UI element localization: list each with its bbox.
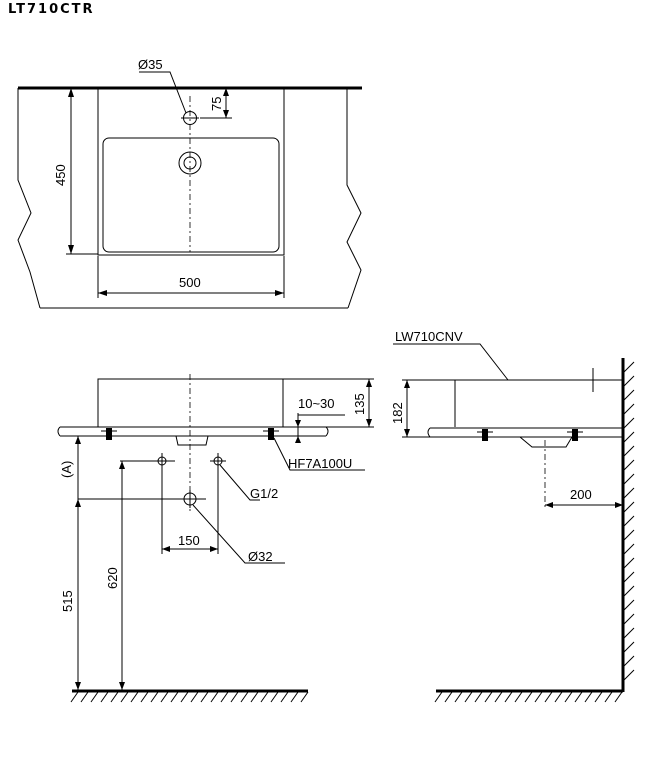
side-drain: [519, 436, 573, 448]
floor-hatch-right: [434, 691, 623, 703]
dim-200-label: 200: [570, 487, 592, 502]
wall-hatch: [623, 361, 635, 681]
dim-75-label: 75: [209, 97, 224, 111]
dim-515-label: 515: [60, 590, 75, 612]
basin-body: [97, 378, 284, 427]
side-basin-body: [454, 379, 623, 427]
left-bracket: [101, 428, 117, 440]
drain-outer: [178, 151, 202, 175]
cnv-model-label: LW710CNV: [395, 329, 463, 344]
dim-10-30-label: 10~30: [298, 396, 335, 411]
basin-outline: [97, 87, 285, 256]
drain-body: [175, 435, 209, 446]
cnv-leader: [393, 343, 509, 381]
marker-a-label: (A): [59, 461, 74, 478]
top-view: Ø35 75 450 500: [17, 57, 362, 309]
side-bracket-right: [567, 429, 583, 441]
floor-hatch-left: [70, 691, 309, 703]
side-view: LW710CNV 182 200: [390, 329, 635, 703]
dim-620-label: 620: [105, 567, 120, 589]
dim-500-label: 500: [179, 275, 201, 290]
dim-135-label: 135: [352, 393, 367, 415]
front-view: 135 10~30 HF7A100U (A) G1/2 Ø32: [57, 374, 374, 703]
hf-leader: [273, 437, 365, 471]
right-break-line: [346, 88, 362, 309]
hole-diameter-label: Ø35: [138, 57, 163, 72]
dim-450-label: 450: [53, 164, 68, 186]
drain-diameter-label: Ø32: [248, 549, 273, 564]
hf-model-label: HF7A100U: [288, 456, 352, 471]
thread-leader: [219, 464, 260, 501]
drain-inner: [183, 156, 197, 170]
side-bracket-left: [477, 429, 493, 441]
left-break-line: [17, 88, 41, 309]
basin-bowl: [102, 137, 280, 253]
dim-150-label: 150: [178, 533, 200, 548]
right-bracket: [263, 428, 279, 440]
page-title: LT710CTR: [8, 2, 95, 17]
hole-diameter-leader: [139, 71, 187, 114]
drain-diameter-leader: [192, 504, 285, 564]
thread-label: G1/2: [250, 486, 278, 501]
dim-182-label: 182: [390, 402, 405, 424]
